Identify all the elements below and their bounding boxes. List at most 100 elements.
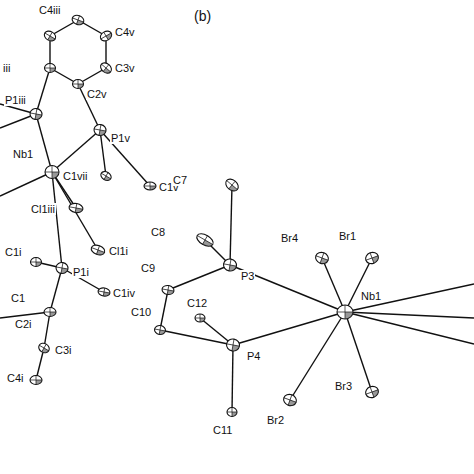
bond-line	[160, 330, 233, 345]
bond-line	[0, 172, 52, 196]
ellipsoid-outline	[282, 393, 298, 408]
atom-label: Nb1	[360, 290, 382, 302]
atom-ellipsoid	[37, 341, 51, 354]
atom-ellipsoid	[68, 202, 83, 213]
atom-ellipsoid	[93, 124, 107, 137]
principal-axes	[73, 80, 84, 89]
bond-line	[100, 130, 150, 186]
principal-axes	[364, 251, 380, 266]
atom-label: Br1	[338, 230, 357, 242]
atom-ellipsoid	[97, 287, 110, 297]
atom-ellipsoid	[31, 258, 42, 267]
atom-ellipsoid	[314, 251, 330, 266]
atom-label: P1v	[110, 132, 131, 144]
bond-line	[52, 172, 62, 268]
atom-ellipsoid	[45, 166, 59, 179]
bond-line	[100, 130, 106, 176]
atom-label: C4iii	[38, 4, 61, 16]
atom-label: C12	[186, 297, 208, 309]
atom-label: C9	[140, 262, 156, 274]
octant-shade	[200, 318, 205, 322]
bond-line	[36, 114, 52, 172]
ellipsoid-outline	[37, 341, 51, 354]
ellipsoid-outline	[30, 376, 42, 385]
principal-axes	[337, 305, 353, 319]
bond-line	[345, 312, 474, 344]
atom-ellipsoid	[99, 170, 113, 182]
octant-shade	[50, 312, 56, 317]
principal-axes	[227, 408, 237, 417]
bond-line	[36, 68, 50, 114]
ellipsoid-outline	[71, 14, 85, 27]
atom-ellipsoid	[99, 29, 114, 43]
principal-axes	[93, 124, 107, 137]
principal-axes	[29, 108, 43, 121]
ellipsoid-outline	[44, 308, 56, 317]
ellipsoid-outline	[223, 177, 240, 194]
atom-ellipsoid	[337, 305, 353, 319]
ellipsoid-outline	[314, 251, 330, 266]
bond-line	[168, 265, 230, 290]
atom-label: C1	[10, 292, 26, 304]
principal-axes	[144, 182, 156, 190]
atom-ellipsoid	[154, 325, 166, 336]
atom-label: C2v	[86, 88, 108, 100]
atom-label: Nb1	[12, 148, 34, 160]
ellipsoid-outline	[93, 124, 107, 137]
principal-axes	[90, 243, 106, 256]
ellipsoid-outline	[99, 61, 114, 76]
principal-axes	[161, 285, 174, 296]
octant-shade	[345, 312, 353, 319]
principal-axes	[99, 170, 113, 182]
principal-axes	[45, 64, 56, 73]
atom-label: P1iii	[4, 94, 27, 106]
octant-shade	[232, 412, 237, 417]
bond-line	[52, 130, 100, 172]
octant-shade	[50, 68, 56, 73]
atom-label: C7	[172, 174, 188, 186]
ellipsoid-outline	[195, 314, 205, 322]
ellipsoid-outline	[73, 80, 84, 89]
atom-label: Br4	[280, 232, 299, 244]
octant-shade	[36, 262, 42, 267]
principal-axes	[364, 385, 380, 400]
atom-label: iii	[2, 62, 11, 74]
principal-axes	[45, 166, 59, 179]
atom-ellipsoid	[227, 408, 237, 417]
ellipsoids	[29, 14, 380, 417]
atom-ellipsoid	[30, 376, 42, 385]
atom-label: Cl1i	[108, 245, 129, 257]
atom-label: P1i	[72, 266, 90, 278]
ellipsoid-outline	[45, 166, 59, 179]
ellipsoid-outline	[68, 202, 83, 213]
principal-axes	[154, 325, 166, 336]
bond-line	[345, 312, 474, 318]
bond-line	[44, 312, 50, 348]
ellipsoid-outline	[226, 338, 241, 352]
ellipsoid-outline	[97, 287, 110, 297]
ellipsoid-outline	[55, 262, 69, 275]
atom-ellipsoid	[90, 243, 106, 256]
principal-axes	[97, 287, 110, 297]
atom-ellipsoid	[364, 385, 380, 400]
atom-label: C4i	[6, 372, 25, 384]
atom-label: C1iv	[112, 287, 136, 299]
bond-line	[232, 345, 233, 412]
atom-ellipsoid	[195, 231, 216, 249]
ellipsoid-outline	[154, 325, 166, 336]
octant-shade	[52, 172, 59, 179]
atom-label: C11	[212, 424, 233, 436]
principal-axes	[37, 341, 51, 354]
atom-ellipsoid	[226, 338, 241, 352]
ellipsoid-outline	[144, 182, 156, 190]
bond-line	[50, 268, 62, 312]
principal-axes	[314, 251, 330, 266]
bond-line	[345, 258, 372, 312]
ellipsoid-outline	[364, 251, 380, 266]
bond-line	[322, 258, 345, 312]
ellipsoid-outline	[43, 29, 58, 43]
ellipsoid-outline	[99, 170, 113, 182]
atom-ellipsoid	[44, 308, 56, 317]
ellipsoid-outline	[90, 243, 106, 256]
principal-axes	[44, 308, 56, 317]
